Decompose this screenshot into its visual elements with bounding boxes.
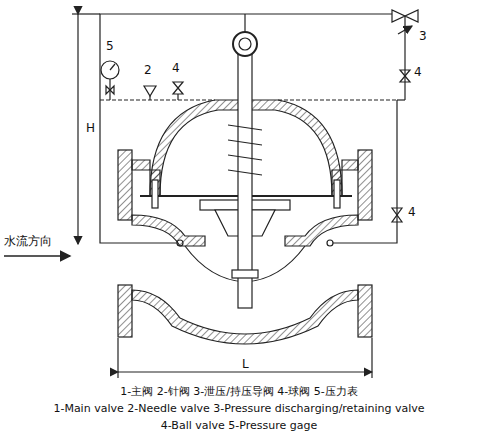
dimension-label: H (84, 122, 97, 135)
ball-valve (173, 82, 183, 94)
valve-stem (238, 40, 252, 308)
callout-number: 4 (414, 66, 422, 79)
dimension-line (77, 14, 78, 244)
pressure-gauge (101, 61, 119, 79)
flow-direction-label: 水流方向 (4, 235, 52, 248)
key-text: 1-Main valve 2-Needle valve 3-Pressure d… (53, 403, 424, 415)
callout-number: 3 (419, 30, 427, 43)
flange (118, 150, 132, 220)
valve-seat (132, 215, 205, 246)
callout-number: 5 (106, 40, 114, 53)
callout-number: 4 (172, 62, 180, 75)
dimension-label: L (240, 358, 251, 371)
lifting-eye (233, 32, 257, 56)
needle-valve (144, 86, 156, 96)
key-text: 1-主阀 2-针阀 3-泄压/持压导阀 4-球阀 5-压力表 (120, 386, 358, 398)
callout-number: 2 (144, 64, 152, 77)
callout-number: 4 (408, 206, 416, 219)
key-text: 4-Ball valve 5-Pressure gage (161, 420, 317, 432)
